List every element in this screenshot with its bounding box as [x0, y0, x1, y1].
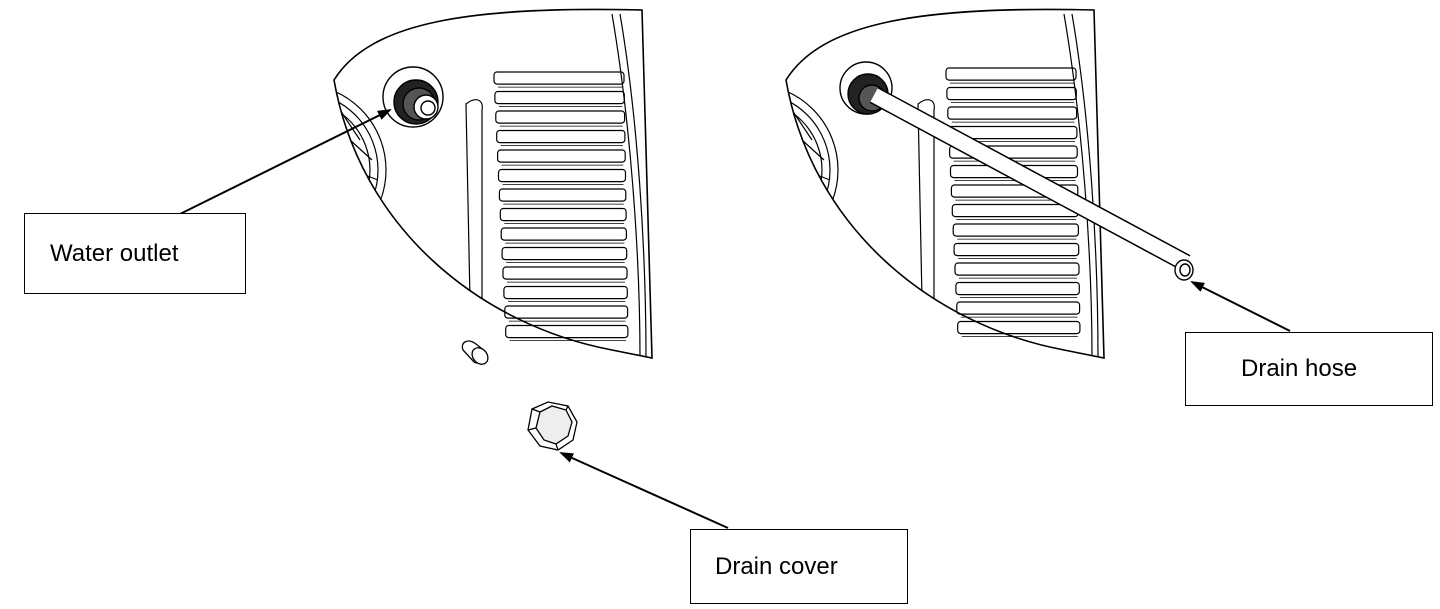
drain-hose-arrow: [1190, 281, 1291, 332]
drain-hose-label: Drain hose: [1241, 355, 1358, 382]
grille-slat: [953, 242, 1080, 257]
drain-plug: [461, 340, 489, 365]
grille-slat: [497, 149, 626, 163]
grille-slat: [498, 188, 627, 202]
grille-slat: [501, 246, 628, 261]
air-grille-left: [493, 71, 629, 341]
grille-slat: [957, 320, 1081, 335]
drain-hose: [869, 87, 1194, 281]
grille-slat: [948, 145, 1078, 159]
drain-cover-label: Drain cover: [715, 552, 838, 580]
grille-slat: [946, 86, 1077, 101]
grille-slat: [493, 71, 625, 85]
grille-slat: [502, 266, 628, 280]
drain-cover-arrow: [559, 452, 729, 529]
drain-cover-cap: [527, 401, 578, 451]
unit-back-panel-right: [785, 8, 1194, 359]
grille-slat: [945, 67, 1077, 81]
drain-hose-label-box: Drain hose: [1185, 332, 1433, 406]
grille-slat: [496, 129, 626, 144]
grille-slat: [505, 324, 629, 339]
water-outlet-arrow: [179, 109, 392, 215]
grille-slat: [947, 106, 1078, 120]
grille-slat: [956, 301, 1081, 315]
grille-slat: [497, 168, 627, 183]
grille-slat: [955, 281, 1080, 296]
callout-arrows: [179, 109, 1291, 529]
air-grille-right: [945, 67, 1081, 337]
grille-slat: [503, 285, 628, 300]
grille-slat: [499, 207, 627, 222]
water-outlet-label: Water outlet: [50, 239, 179, 267]
water-outlet-label-box: Water outlet: [24, 213, 246, 294]
grille-slat: [494, 90, 625, 105]
water-outlet-fitting: [382, 66, 444, 128]
grille-slat: [500, 227, 628, 241]
grille-slat: [952, 223, 1080, 237]
grille-slat: [504, 305, 629, 319]
grille-slat: [954, 262, 1080, 276]
grille-slat: [495, 110, 626, 124]
grille-slat: [950, 184, 1079, 198]
unit-back-panel-left: [333, 8, 653, 359]
drain-cover-label-box: Drain cover: [690, 529, 908, 604]
